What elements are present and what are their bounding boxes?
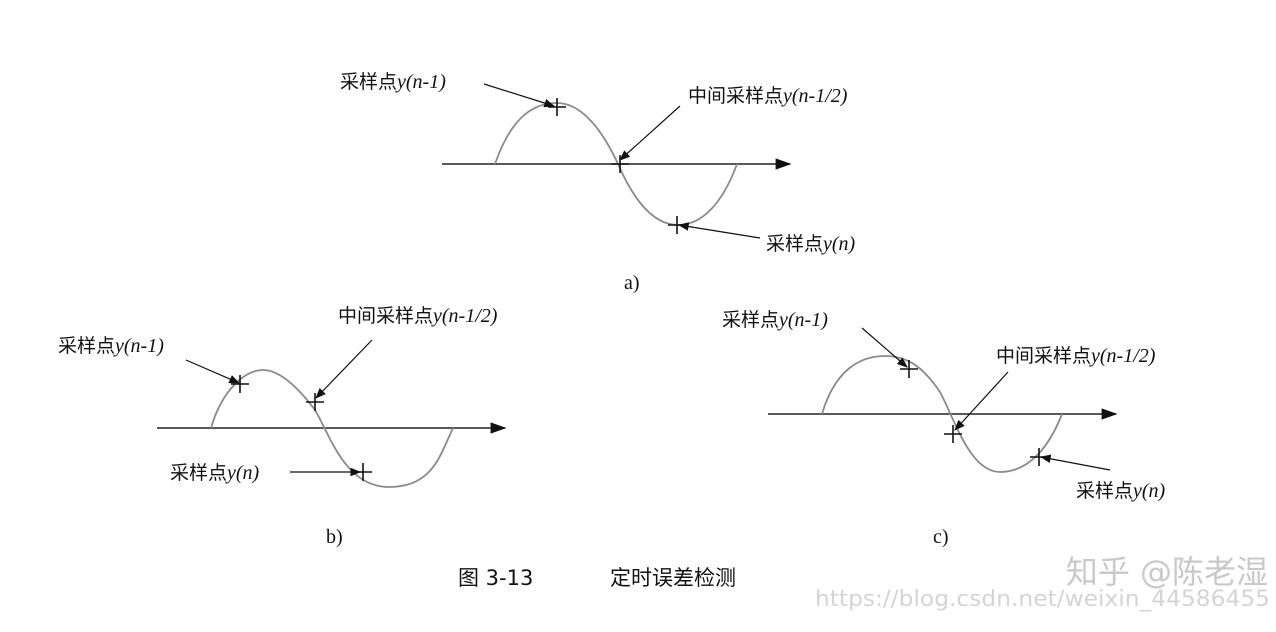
panel-c: 采样点y(n-1) 中间采样点y(n-1/2) 采样点y(n) c) xyxy=(722,309,1166,548)
waveform-b xyxy=(210,369,454,488)
pointer-cur-a xyxy=(677,222,761,239)
sample-marker-prev-c xyxy=(900,360,918,378)
waveform-c xyxy=(821,355,1063,473)
label-cur-b: 采样点y(n) xyxy=(170,462,260,484)
sample-marker-cur-c xyxy=(1030,448,1048,466)
sample-marker-cur-a xyxy=(668,216,686,234)
pointer-prev-c xyxy=(861,327,908,368)
sample-marker-mid-c xyxy=(944,425,962,443)
pointer-prev-b xyxy=(185,359,240,384)
csdn-watermark: https://blog.csdn.net/weixin_44586455 xyxy=(815,587,1270,612)
pointer-prev-a xyxy=(483,83,556,108)
sample-marker-mid-a xyxy=(611,155,629,173)
label-prev-b: 采样点y(n-1) xyxy=(58,335,164,357)
zhihu-watermark: 知乎 @陈老湿 xyxy=(1066,553,1268,591)
pointer-mid-a xyxy=(619,105,681,161)
figure-title: 定时误差检测 xyxy=(610,566,736,590)
label-mid-c: 中间采样点y(n-1/2) xyxy=(996,345,1156,367)
panel-label-a: a) xyxy=(624,272,640,294)
panel-label-b: b) xyxy=(326,526,343,548)
label-prev-c: 采样点y(n-1) xyxy=(722,309,828,331)
pointer-cur-c xyxy=(1039,454,1111,471)
label-mid-a: 中间采样点y(n-1/2) xyxy=(688,85,848,107)
panel-label-c: c) xyxy=(933,526,949,548)
pointer-mid-c xyxy=(954,371,1009,431)
label-cur-a: 采样点y(n) xyxy=(766,233,856,255)
sample-marker-mid-b xyxy=(306,393,324,411)
label-cur-c: 采样点y(n) xyxy=(1076,480,1166,502)
figure-number: 图 3-13 xyxy=(458,566,533,590)
sample-marker-prev-b xyxy=(231,375,249,393)
sample-marker-prev-a xyxy=(548,98,566,116)
pointer-mid-b xyxy=(315,339,373,399)
label-prev-a: 采样点y(n-1) xyxy=(340,71,446,93)
panel-b: 采样点y(n-1) 中间采样点y(n-1/2) 采样点y(n) b) xyxy=(58,305,507,548)
label-mid-b: 中间采样点y(n-1/2) xyxy=(338,305,498,327)
panel-a: 采样点y(n-1) 中间采样点y(n-1/2) 采样点y(n) a) xyxy=(340,71,856,294)
